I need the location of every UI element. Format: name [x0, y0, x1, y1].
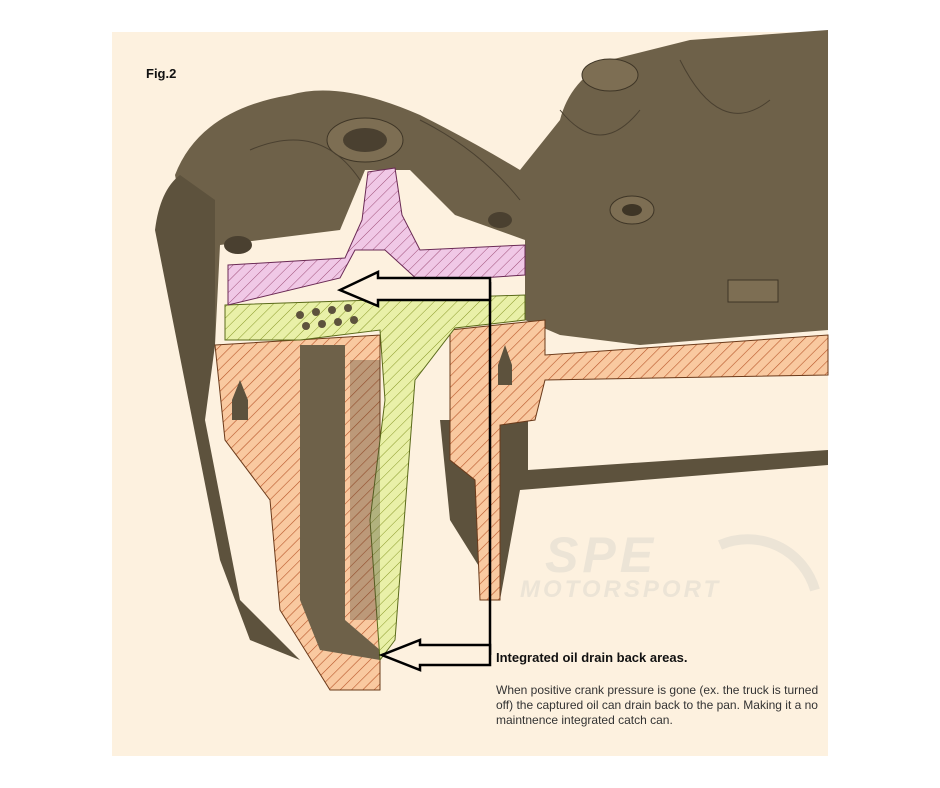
svg-text:MOTORSPORT: MOTORSPORT — [520, 576, 721, 603]
insert-section — [224, 294, 526, 662]
watermark-logo: SPE MOTORSPORT — [520, 527, 820, 603]
figure-label: Fig.2 — [146, 66, 177, 81]
housing-body — [155, 30, 828, 660]
arrow-lower-drain — [378, 638, 492, 672]
callout-title: Integrated oil drain back areas. — [496, 650, 688, 665]
callout-arrows — [336, 270, 492, 672]
arrow-upper-drain — [336, 270, 492, 308]
body-section — [214, 319, 829, 691]
callout-description: When positive crank pressure is gone (ex… — [496, 683, 819, 727]
svg-text:SPE: SPE — [545, 527, 657, 583]
cap-section — [227, 167, 526, 306]
